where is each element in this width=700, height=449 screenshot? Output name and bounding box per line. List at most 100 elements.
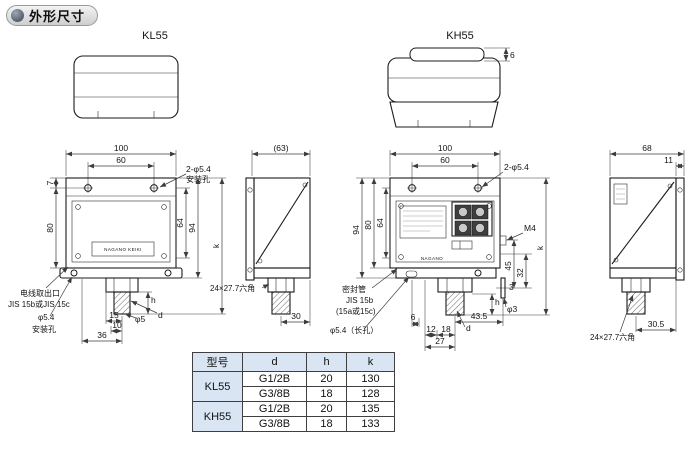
section-title: 外形尺寸 [29, 9, 86, 24]
kl55-outlet-note-2: JIS 15b或JIS 15c [8, 299, 70, 309]
kh55-m4-screw [499, 235, 507, 246]
kl55-outlet-note-3: φ5.4 [38, 313, 55, 322]
kh55-seal-note-3: (15a或15c) [336, 306, 376, 316]
kl55-hex-note: 24×27.7六角 [210, 283, 255, 293]
kh55-slot-note: φ5.4（长孔） [330, 325, 378, 335]
kh55-dim-60: 60 [440, 155, 450, 165]
kh55-front-view: 100 60 2-φ5.4 [330, 143, 550, 351]
kl55-dim-30: 30 [291, 311, 301, 321]
kh55-title: KH55 [446, 30, 474, 42]
kh55-side-view: 68 11 30.5 24×27.7六角 [590, 143, 685, 342]
kh55-dim-ridge-6: 6 [510, 50, 515, 60]
kh55-dim-11: 11 [664, 155, 673, 165]
kl55-outlet-note-4: 安装孔 [32, 324, 56, 334]
kh55-dim-64: 64 [375, 218, 385, 228]
cell-kh55-1-h: 20 [306, 401, 347, 417]
kl55-mount-hole-note-1: 2-φ5.4 [186, 164, 211, 174]
kl55-dim-k: k [211, 243, 221, 248]
cell-kl55-2-d: G3/8B [242, 386, 307, 402]
kl55-body-outline [65, 177, 177, 269]
kh55-hex-side [621, 277, 651, 293]
kl55-nameplate [91, 241, 155, 257]
section-header: 外形尺寸 [6, 5, 99, 26]
kh55-dim-68: 68 [642, 143, 652, 153]
kl55-top-view-outline [73, 55, 179, 119]
kh55-dim-27: 27 [435, 336, 445, 346]
kl55-dim-7: 7 [45, 180, 55, 185]
kh55-mount-hole-note: 2-φ5.4 [504, 162, 529, 172]
table-row-kl55-2: G3/8B 18 128 [193, 386, 395, 402]
cell-kl55-1-k: 130 [346, 371, 395, 387]
kl55-stud-side [271, 291, 291, 315]
cell-kh55-2-h: 18 [306, 416, 347, 432]
kh55-terminal-block [451, 201, 493, 237]
table-row-kh55-1: KH55 G1/2B 20 135 [192, 401, 395, 432]
kl55-outlet-note-1: 电线取出口 [20, 288, 60, 298]
kl55-dim-h: h [151, 295, 156, 305]
cell-kh55-1-d: G1/2B [242, 401, 307, 417]
kh55-dim-32: 32 [515, 268, 525, 278]
cell-kl55-1-d: G1/2B [242, 371, 307, 387]
cell-model-kh55: KH55 [192, 401, 243, 432]
kh55-top-view-outline [387, 57, 501, 103]
kl55-dim-80: 80 [45, 223, 55, 233]
kh55-side-label [613, 183, 628, 205]
table-row-kl55-1: KL55 G1/2B 20 130 [192, 371, 395, 402]
kh55-seal-note-2: JIS 15b [346, 296, 374, 305]
table-row-kh55-2: G3/8B 18 133 [193, 416, 395, 432]
cell-kh55-2-k: 133 [346, 416, 395, 432]
col-header-model: 型号 [192, 352, 243, 372]
kl55-dim-10: 10 [112, 320, 122, 330]
kh55-dim-43-5: 43.5 [471, 311, 488, 321]
kl55-dim-60: 60 [116, 155, 126, 165]
kh55-dim-12: 12 [426, 324, 436, 334]
kh55-dim-100: 100 [438, 143, 452, 153]
cell-kl55-2-h: 18 [306, 386, 347, 402]
kl55-dim-d: d [158, 310, 163, 320]
kl55-side-view: (63) 24×27.7六角 30 [210, 143, 311, 326]
kh55-hex-fitting [437, 277, 473, 293]
kh55-dim-h: h [495, 297, 500, 307]
section-bullet-icon [11, 9, 24, 22]
kl55-dim-15: 15 [109, 310, 119, 320]
kh55-dim-94: 94 [351, 225, 361, 235]
spec-table-header-row: 型号 d h k [192, 352, 395, 372]
kl55-title: KL55 [142, 30, 168, 42]
kl55-dim-100: 100 [114, 143, 128, 153]
kl55-dim-phi5: φ5 [135, 314, 146, 324]
kh55-pressure-stud [445, 291, 465, 316]
kh55-mount-plate [675, 177, 685, 281]
kh55-rating-label [399, 205, 447, 239]
col-header-k: k [346, 352, 395, 372]
cell-kh55-2-d: G3/8B [242, 416, 307, 432]
kl55-dim-63: (63) [273, 143, 288, 153]
kl55-dim-94: 94 [187, 223, 197, 233]
kh55-stud-side [626, 291, 646, 315]
spec-table: 型号 d h k KL55 G1/2B 20 130 G3/8B 18 128 … [192, 352, 395, 432]
kh55-brand-text: NAGANO [421, 256, 443, 261]
kh55-dim-phi3: φ3 [507, 304, 518, 314]
kh55-hex-note: 24×27.7六角 [590, 332, 635, 342]
cell-model-kl55: KL55 [192, 371, 243, 402]
kh55-dim-3: 3 [509, 282, 514, 292]
kl55-bottom-flange [59, 267, 183, 279]
kh55-top-view: 6 [387, 47, 515, 128]
kl55-front-view: 100 60 2-φ5.4 安装孔 NAGANO KEIKI [8, 143, 226, 344]
kh55-seal-note-1: 密封管 [342, 284, 366, 294]
kl55-top-view [73, 55, 179, 119]
kh55-dim-30-5: 30.5 [648, 319, 665, 329]
kh55-switch-detail [451, 240, 473, 250]
kh55-dim-45: 45 [503, 261, 513, 271]
cell-kl55-2-k: 128 [346, 386, 395, 402]
kl55-pressure-stud [113, 291, 131, 315]
kl55-brand-text: NAGANO KEIKI [104, 247, 142, 252]
kh55-top-ridge [409, 47, 485, 62]
col-header-h: h [306, 352, 347, 372]
col-header-d: d [242, 352, 307, 372]
kl55-dim-36: 36 [97, 330, 107, 340]
kh55-m4-note: M4 [524, 223, 536, 233]
kh55-dim-18: 18 [441, 324, 451, 334]
kh55-dim-d: d [466, 323, 471, 333]
